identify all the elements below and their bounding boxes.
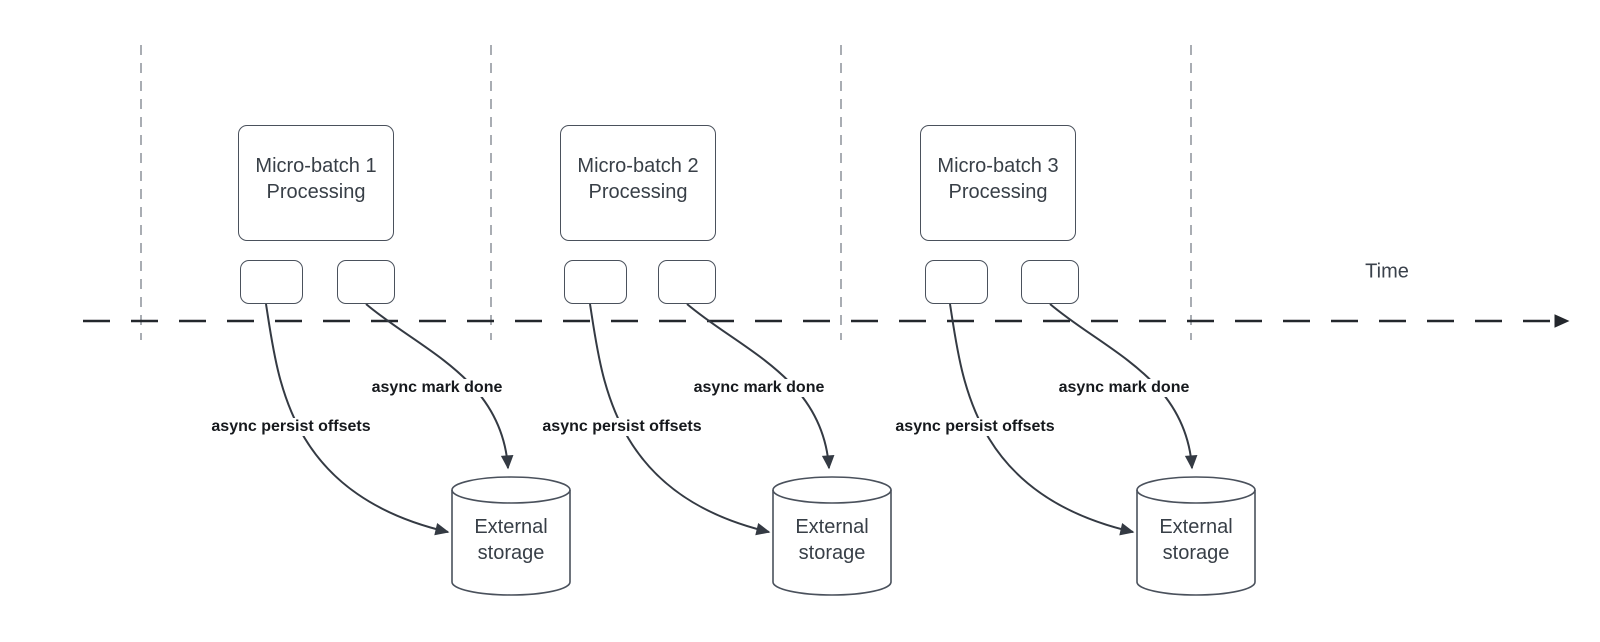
processing-box-2-label: Micro-batch 2 Processing [577,155,699,203]
mark-done-label-2: async mark done [690,379,828,397]
task-box-3-left [925,260,988,304]
persist-offsets-label-1: async persist offsets [208,418,374,436]
external-storage-cylinder-1 [451,476,571,596]
cylinder-rim-1 [451,489,571,504]
persist-offsets-label-3: async persist offsets [892,418,1058,436]
mark-done-label-3: async mark done [1055,379,1193,397]
cylinder-rim-2 [772,489,892,504]
task-box-1-left [240,260,303,304]
mark-done-arrow-1 [365,303,514,470]
task-box-2-right [658,260,716,304]
mark-done-arrow-2 [686,303,835,470]
persist-offsets-label-2: async persist offsets [539,418,705,436]
processing-box-3-label: Micro-batch 3 Processing [937,155,1059,203]
external-storage-label-2: External storage [795,516,869,564]
task-box-2-left [564,260,627,304]
external-storage-label-1: External storage [474,516,548,564]
mark-done-arrow-3 [1049,303,1198,470]
external-storage-cylinder-2 [772,476,892,596]
external-storage-label-3: External storage [1159,516,1233,564]
processing-box-1-label: Micro-batch 1 Processing [255,155,377,203]
processing-box-3: Micro-batch 3 Processing [920,125,1076,241]
task-box-3-right [1021,260,1079,304]
mark-done-label-1: async mark done [368,379,506,397]
time-axis-label: Time [1365,260,1409,283]
external-storage-cylinder-3 [1136,476,1256,596]
processing-box-1: Micro-batch 1 Processing [238,125,394,241]
task-box-1-right [337,260,395,304]
cylinder-rim-3 [1136,489,1256,504]
processing-box-2: Micro-batch 2 Processing [560,125,716,241]
